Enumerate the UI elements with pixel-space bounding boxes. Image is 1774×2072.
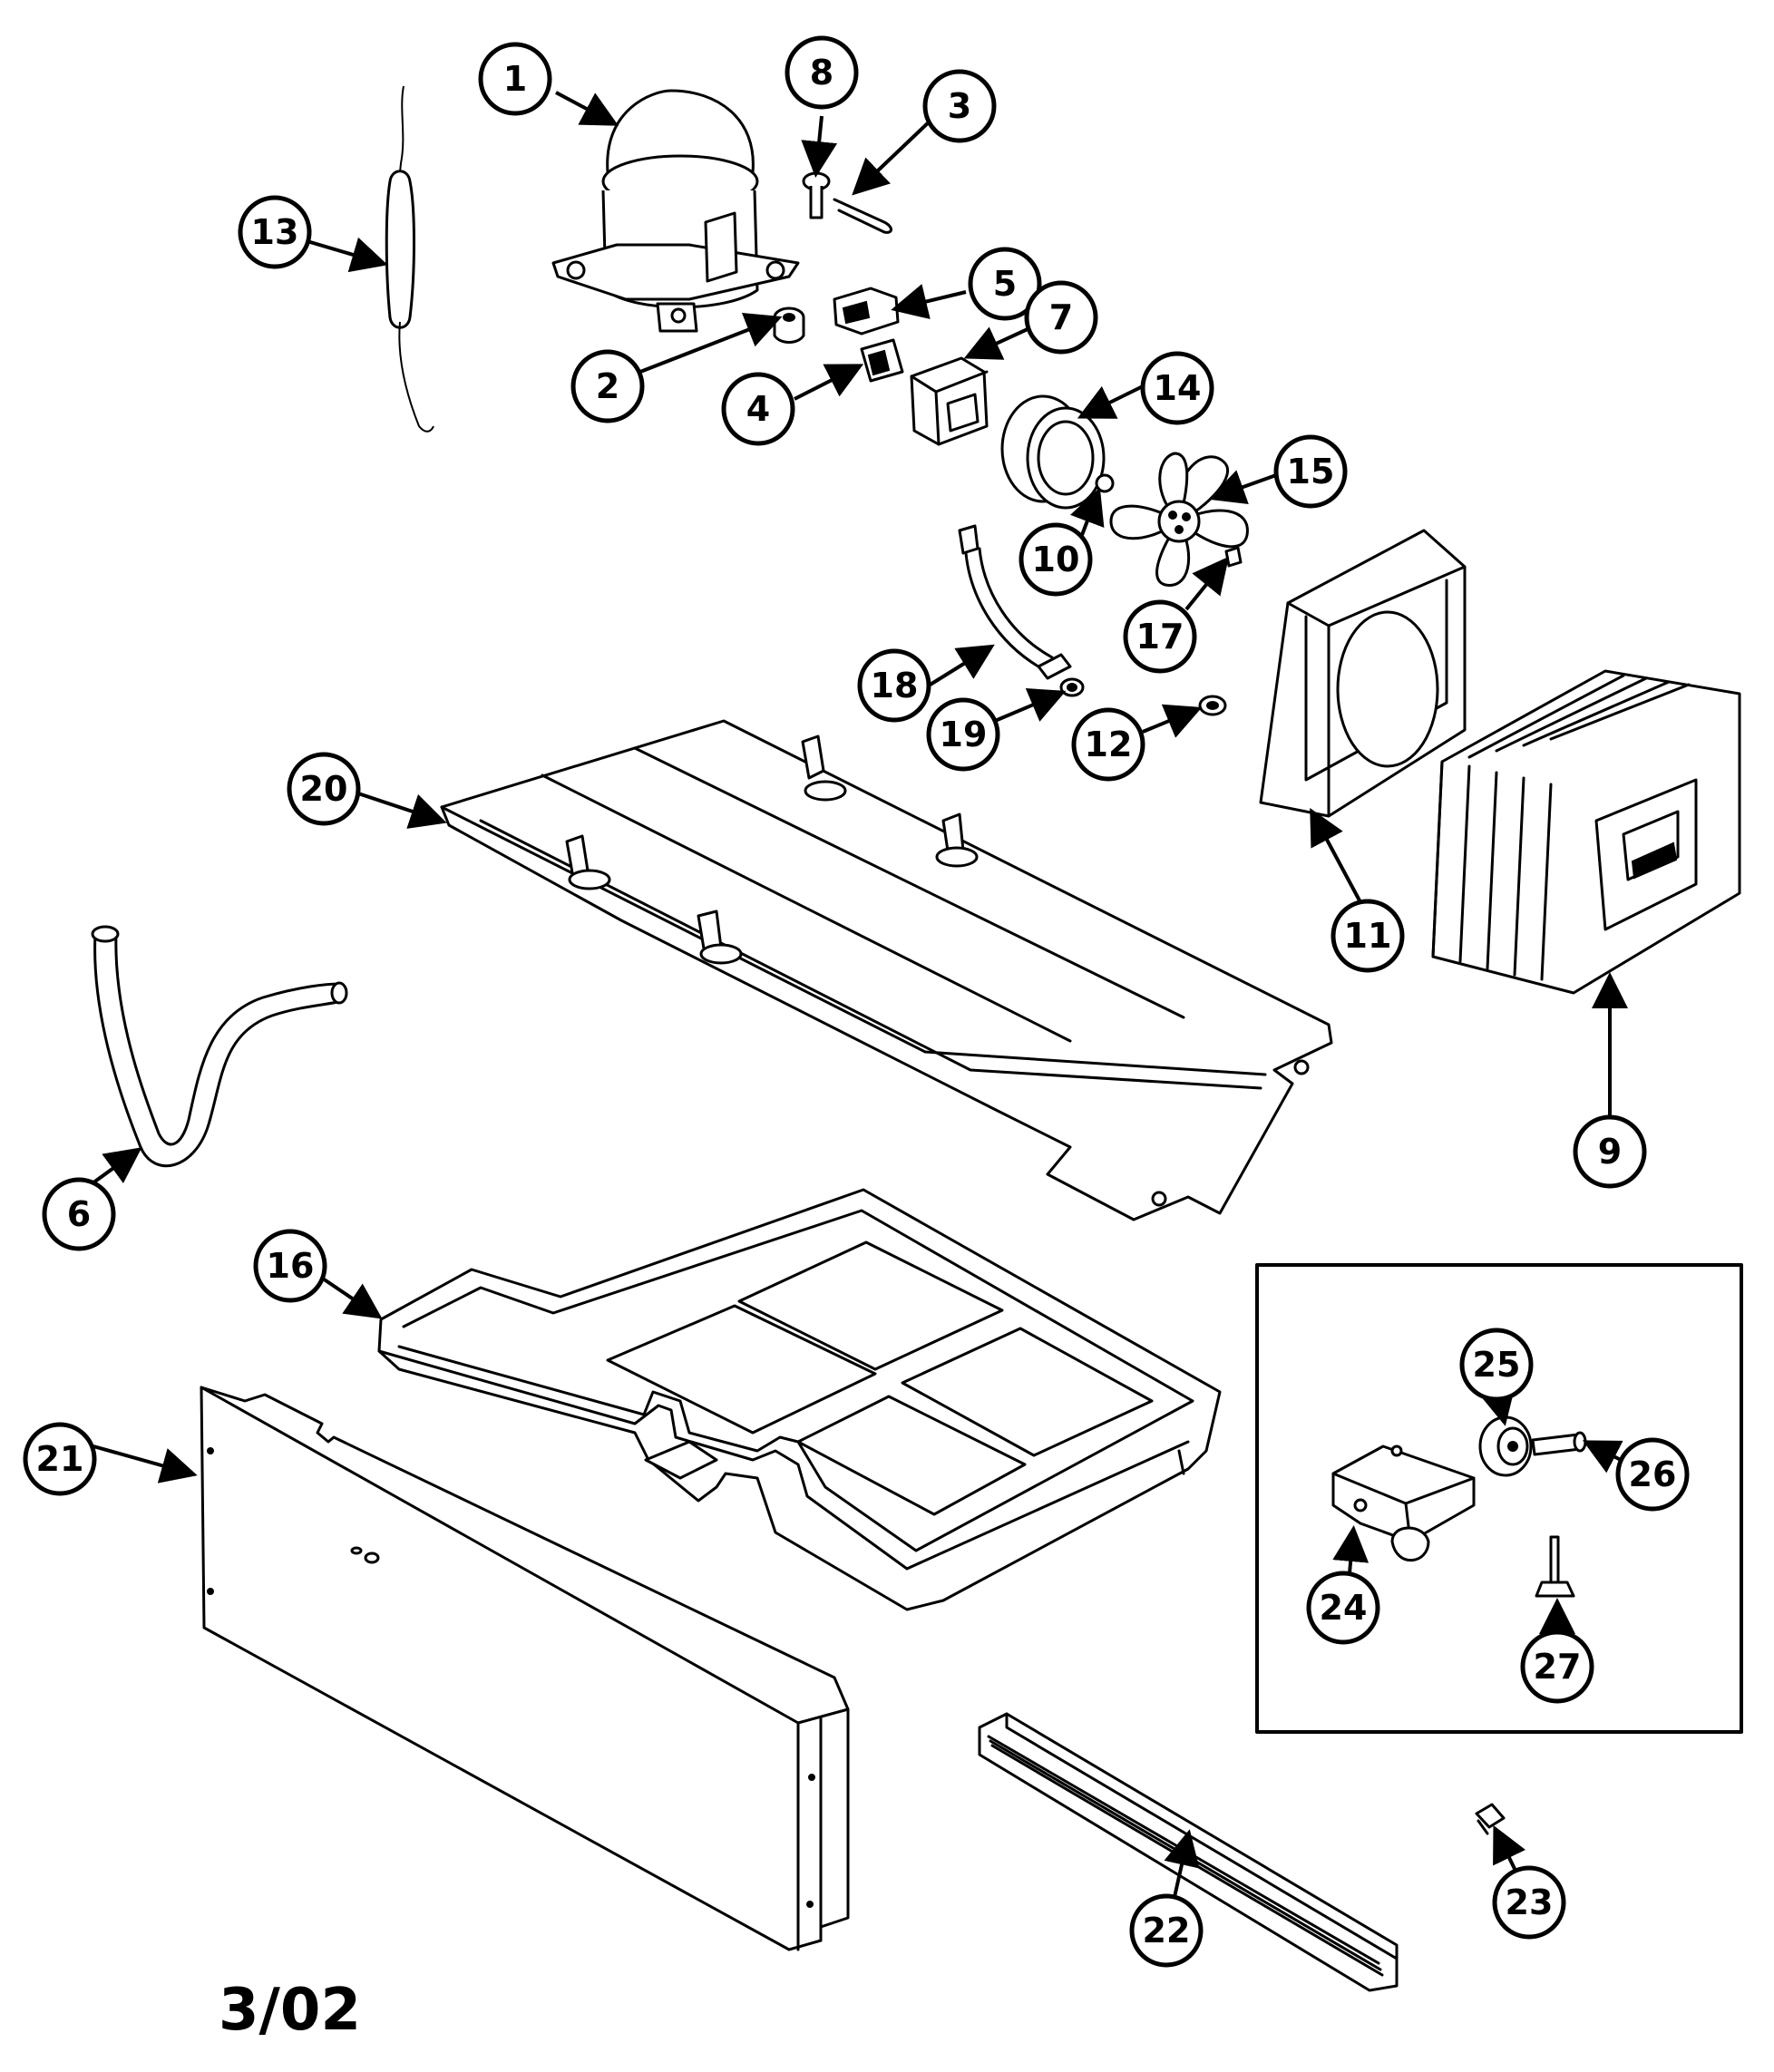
callout-19-label: 19 xyxy=(940,715,988,754)
relay-part xyxy=(860,338,904,383)
grille-clip-part xyxy=(1475,1803,1506,1835)
callout-21: 21 xyxy=(23,1422,97,1496)
nut-part xyxy=(1095,473,1115,493)
callout-6-label: 6 xyxy=(67,1194,91,1234)
callout-18: 18 xyxy=(857,648,931,723)
callout-27: 27 xyxy=(1520,1629,1594,1704)
callout-14-label: 14 xyxy=(1154,368,1202,408)
compressor-part xyxy=(551,89,800,333)
callout-2-label: 2 xyxy=(596,366,619,406)
callout-14: 14 xyxy=(1140,351,1214,425)
screw-part xyxy=(802,171,831,219)
callout-25: 25 xyxy=(1459,1328,1534,1402)
callout-20-label: 20 xyxy=(300,769,348,809)
clip-part xyxy=(833,198,892,234)
callout-19: 19 xyxy=(926,697,1000,772)
callout-11-label: 11 xyxy=(1344,916,1392,956)
axle-bolt-part xyxy=(1531,1431,1587,1456)
callout-20: 20 xyxy=(287,752,361,826)
fan-motor-part xyxy=(1000,394,1106,510)
condenser-part xyxy=(1431,669,1741,995)
start-relay-part xyxy=(910,356,989,446)
callout-5: 5 xyxy=(968,247,1042,321)
callout-2: 2 xyxy=(570,349,645,423)
callout-23: 23 xyxy=(1492,1865,1566,1940)
callout-9-label: 9 xyxy=(1598,1132,1622,1172)
callout-4-label: 4 xyxy=(746,389,770,429)
callout-13-label: 13 xyxy=(251,212,299,252)
callout-16: 16 xyxy=(253,1229,327,1303)
callout-3: 3 xyxy=(922,69,997,143)
callout-13: 13 xyxy=(238,195,312,269)
motor-bracket-part xyxy=(958,524,1072,680)
fan-clip-part xyxy=(1224,546,1243,568)
callout-3-label: 3 xyxy=(948,86,971,126)
callout-24-label: 24 xyxy=(1320,1588,1368,1628)
bracket-grommet-part xyxy=(1059,677,1085,697)
callout-25-label: 25 xyxy=(1473,1345,1521,1385)
callout-6: 6 xyxy=(42,1177,116,1251)
drain-pan-part xyxy=(377,1188,1222,1611)
callout-17: 17 xyxy=(1123,599,1197,674)
callout-26-label: 26 xyxy=(1629,1454,1677,1494)
date-code: 3/02 xyxy=(219,1977,361,2044)
shroud-grommet-part xyxy=(1198,695,1227,716)
leader-lines xyxy=(84,91,1628,1898)
callout-17-label: 17 xyxy=(1136,617,1184,657)
callout-27-label: 27 xyxy=(1534,1647,1582,1687)
callout-1: 1 xyxy=(478,42,552,116)
callout-24: 24 xyxy=(1306,1571,1380,1645)
grommet-part xyxy=(773,306,805,344)
callout-10-label: 10 xyxy=(1032,540,1080,579)
overload-clip-part xyxy=(833,287,900,336)
fan-shroud-part xyxy=(1259,529,1467,818)
callout-23-label: 23 xyxy=(1506,1882,1554,1922)
callout-26: 26 xyxy=(1615,1437,1690,1512)
callout-21-label: 21 xyxy=(36,1439,84,1479)
callout-1-label: 1 xyxy=(503,59,527,99)
callout-8: 8 xyxy=(785,35,859,110)
leveling-leg-part xyxy=(1535,1535,1575,1598)
roller-inset-box xyxy=(1255,1263,1743,1734)
callout-12-label: 12 xyxy=(1085,725,1133,764)
filter-drier-part xyxy=(385,85,434,433)
callout-10: 10 xyxy=(1019,522,1093,597)
callout-18-label: 18 xyxy=(871,666,919,705)
drain-hose-part xyxy=(91,925,348,1168)
callout-7-label: 7 xyxy=(1049,297,1073,337)
callout-15: 15 xyxy=(1273,434,1348,509)
callout-15-label: 15 xyxy=(1287,452,1335,491)
base-rail-part xyxy=(440,719,1333,1221)
callout-22: 22 xyxy=(1129,1893,1204,1968)
callout-22-label: 22 xyxy=(1143,1911,1191,1950)
callout-7: 7 xyxy=(1024,280,1098,355)
callout-9: 9 xyxy=(1573,1114,1647,1189)
callout-11: 11 xyxy=(1330,899,1405,973)
callout-5-label: 5 xyxy=(993,264,1017,304)
fan-blade-part xyxy=(1109,452,1249,587)
callout-12: 12 xyxy=(1071,707,1145,782)
callout-4: 4 xyxy=(721,372,795,446)
roller-bracket-part xyxy=(1331,1445,1476,1562)
callout-8-label: 8 xyxy=(810,53,833,92)
callout-16-label: 16 xyxy=(267,1246,315,1286)
roller-wheel-part xyxy=(1478,1415,1533,1477)
front-panel-part xyxy=(200,1386,850,1951)
